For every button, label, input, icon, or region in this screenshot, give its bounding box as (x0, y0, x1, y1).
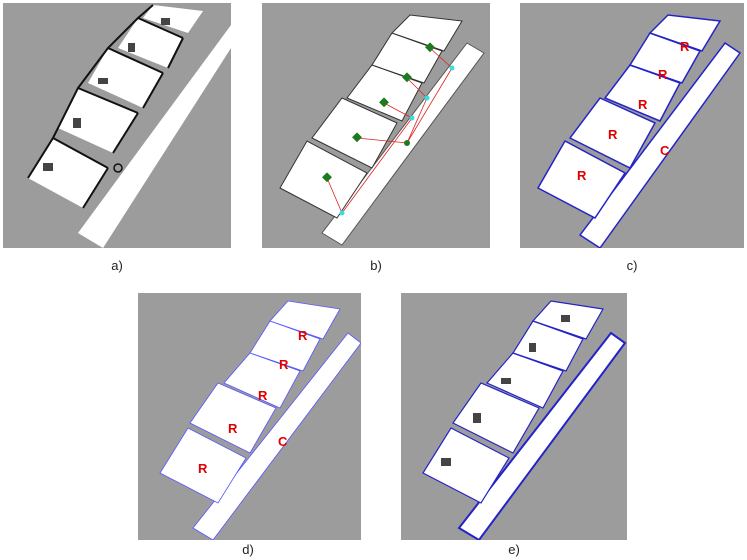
panel-e-segmented-map (401, 293, 627, 540)
room-label: R (228, 421, 238, 436)
door-nodes (339, 65, 455, 216)
room-segments (422, 300, 604, 504)
panel-d-segmented-map: R R R R R C (138, 293, 361, 540)
corridor-segment (321, 42, 485, 246)
corridor-label: C (278, 434, 288, 449)
panel-b-topology-graph (262, 3, 490, 248)
graph-edges (326, 47, 453, 214)
furniture-clutter (441, 315, 570, 466)
segmented-map-c: R R R R R C (536, 14, 742, 248)
room-label: R (638, 97, 648, 112)
room-free-space (28, 138, 108, 208)
room-label: R (680, 39, 690, 54)
room-segment (391, 14, 463, 52)
furniture-clutter (43, 18, 170, 173)
room-label: R (198, 461, 208, 476)
caption-a: a) (111, 258, 123, 273)
room-segment (346, 64, 423, 122)
room-free-space (118, 18, 183, 68)
corridor-free-space (78, 25, 231, 248)
room-label: R (658, 67, 668, 82)
caption-c: c) (626, 258, 638, 273)
caption-e: e) (508, 542, 520, 557)
corridor-free-space (192, 332, 361, 540)
room-segments (536, 14, 722, 219)
topology-graph-b (279, 14, 485, 246)
room-label: R (258, 388, 268, 403)
occupancy-map-a (27, 4, 231, 248)
corridor-free-space (457, 331, 627, 540)
caption-d: d) (242, 542, 254, 557)
room-free-space (88, 48, 163, 108)
segmented-map-d: R R R R R C (159, 300, 361, 540)
room-label: R (608, 127, 618, 142)
room-label: R (577, 168, 587, 183)
corridor-label: C (660, 143, 670, 158)
segmented-map-e (422, 300, 627, 540)
walls (27, 4, 184, 209)
room-label: R (298, 328, 308, 343)
room-segment (311, 97, 398, 169)
room-free-space (143, 5, 203, 33)
room-segment (279, 140, 368, 219)
panel-c-segmented-map: R R R R R C (520, 3, 744, 248)
room-segments (159, 300, 341, 504)
room-label: R (279, 357, 289, 372)
caption-b: b) (370, 258, 382, 273)
panel-a-occupancy-map (3, 3, 231, 248)
room-free-space (58, 88, 138, 153)
corridor-free-space (578, 41, 742, 248)
